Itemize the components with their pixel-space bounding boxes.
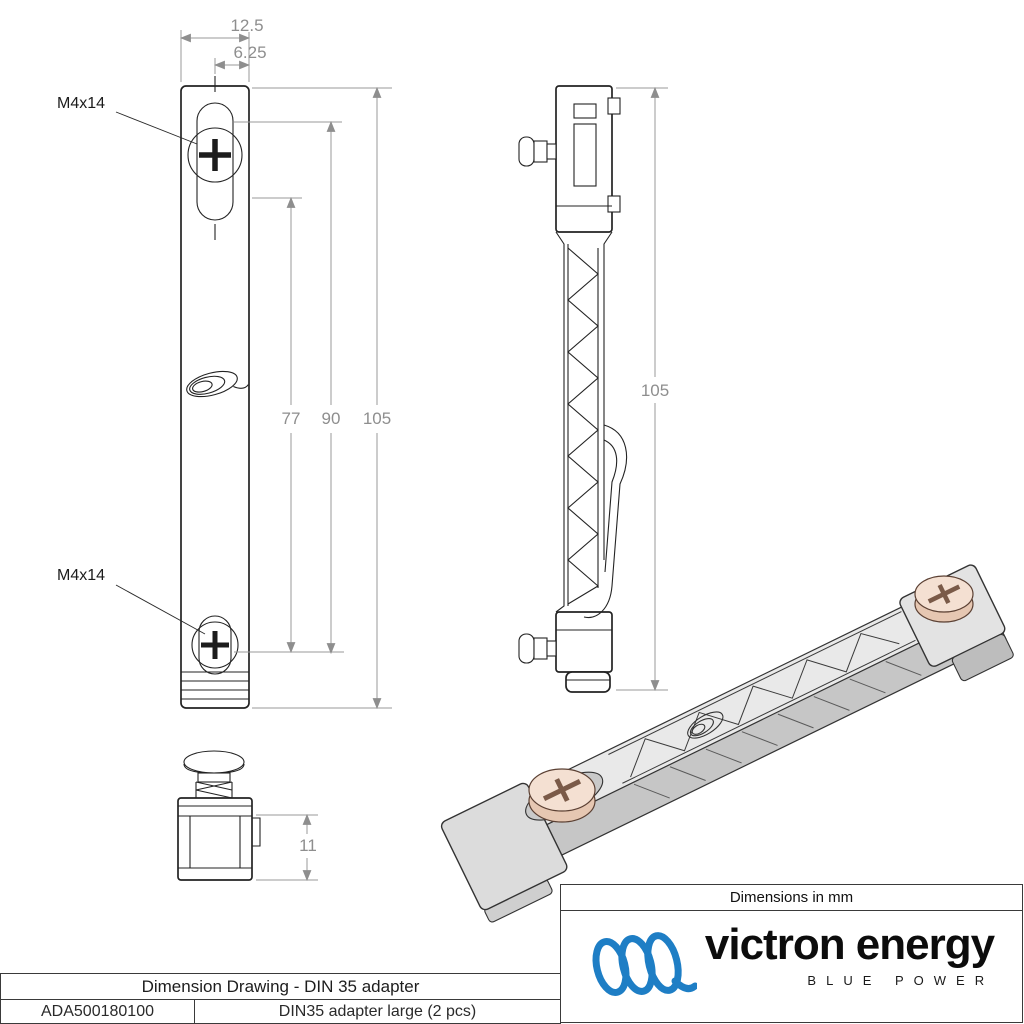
dim-11-label: 11 xyxy=(299,836,317,855)
iso-screw-right-phillips-icon xyxy=(927,584,961,604)
front-view xyxy=(180,76,250,709)
side-middle-bar xyxy=(555,231,613,613)
coil-mark-front xyxy=(186,370,249,398)
side-bottom-block xyxy=(555,611,613,673)
front-dimensions: 12.5 6.25 77 90 105 M4x14 M4x14 xyxy=(57,16,392,710)
end-spring-washer xyxy=(195,781,233,799)
side-details xyxy=(556,97,621,681)
iso-truss-side xyxy=(633,661,922,799)
part-number: ADA500180100 xyxy=(1,1000,195,1023)
dim-77-label: 77 xyxy=(282,409,301,428)
brand-tagline: BLUE POWER xyxy=(807,973,995,988)
dim-105-front-label: 105 xyxy=(363,409,391,428)
top-screw-phillips-icon xyxy=(199,139,231,171)
side-screw-bottom xyxy=(518,633,557,664)
part-description: DIN35 adapter large (2 pcs) xyxy=(278,1003,477,1020)
dim-105-side-label: 105 xyxy=(641,381,669,400)
dim-half-width-label: 6.25 xyxy=(233,43,266,62)
front-foot-lines xyxy=(181,671,249,700)
front-body xyxy=(180,85,250,709)
screw-callout-bottom: M4x14 xyxy=(57,567,105,584)
dim-width-label: 12.5 xyxy=(230,16,263,35)
victron-coil-logo-icon xyxy=(592,932,697,996)
iso-screw-left-phillips-icon xyxy=(542,778,582,802)
top-slot xyxy=(196,102,234,221)
brand-name: victron energy xyxy=(704,920,995,969)
side-din-hook xyxy=(583,424,628,619)
title-block: Dimension Drawing - DIN 35 adapter ADA50… xyxy=(0,973,561,1024)
screw-callout-top: M4x14 xyxy=(57,95,105,112)
end-body-details xyxy=(178,805,261,869)
iso-right-clip xyxy=(951,633,1014,682)
top-screw xyxy=(187,127,243,183)
bottom-slot xyxy=(198,615,232,675)
units-note: Dimensions in mm xyxy=(561,885,1022,911)
side-screw-top xyxy=(518,136,557,167)
drawing-title: Dimension Drawing - DIN 35 adapter xyxy=(1,974,560,1000)
end-view: 11 xyxy=(177,750,318,882)
iso-view xyxy=(440,564,1014,923)
side-foot xyxy=(565,671,611,693)
iso-truss-top xyxy=(608,611,916,784)
brand-box: Dimensions in mm victron energy BLUE POW… xyxy=(560,884,1023,1023)
side-view: 105 xyxy=(518,85,669,693)
coil-mark-iso xyxy=(687,711,724,739)
iso-screw-right xyxy=(914,575,974,623)
bottom-screw xyxy=(191,621,239,669)
iso-screw-left xyxy=(528,768,596,823)
bottom-screw-phillips-icon xyxy=(201,631,229,659)
dim-90-label: 90 xyxy=(322,409,341,428)
end-screw-shank xyxy=(197,772,231,783)
end-body xyxy=(177,797,253,881)
end-screw-head xyxy=(183,750,245,774)
